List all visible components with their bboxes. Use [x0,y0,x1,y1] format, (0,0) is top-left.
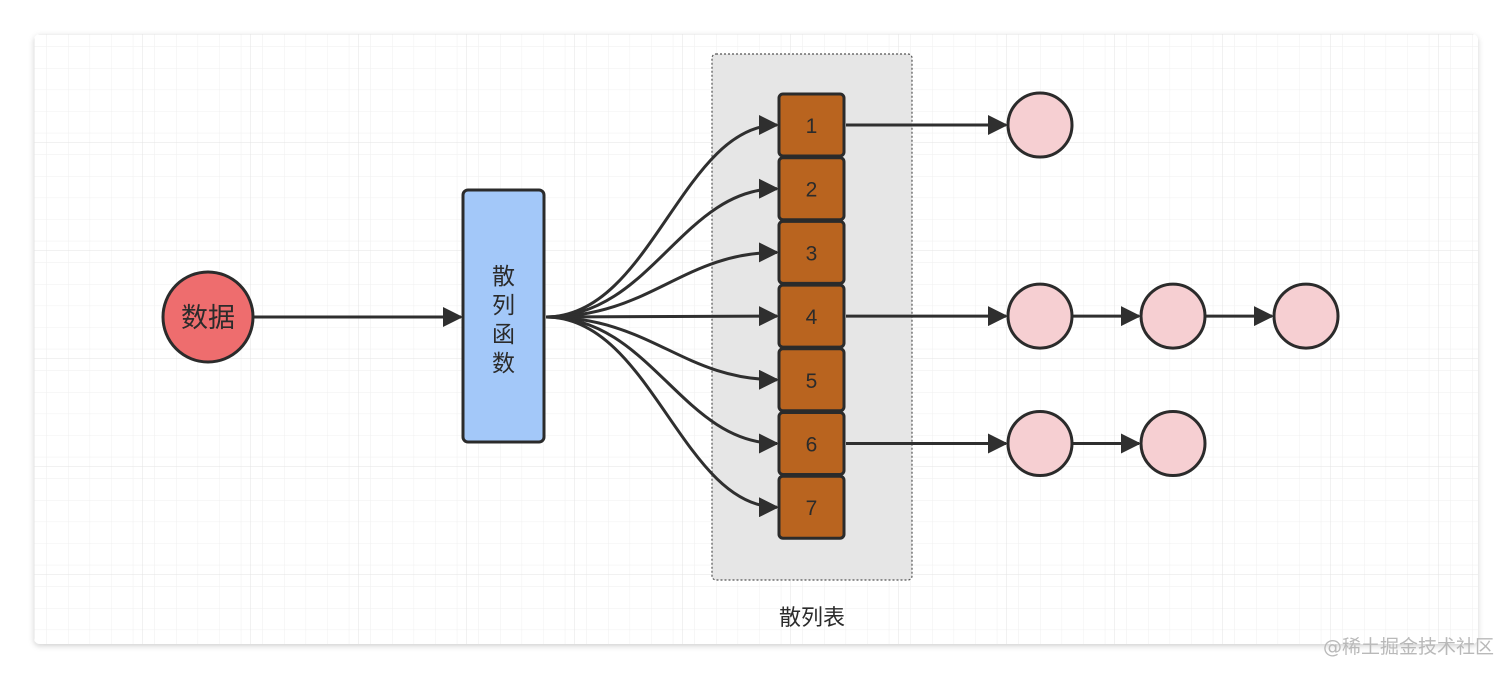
fanout-edge-4 [546,316,777,317]
hash-function-box: 散 列 函 数 [463,190,544,442]
slot-7: 7 [779,476,844,538]
slot-4: 4 [779,285,844,347]
slot-label: 2 [806,179,818,202]
chain-node-slot-4 [1274,284,1338,348]
chain-node-slot-6 [1008,412,1072,476]
slot-label: 6 [806,434,818,457]
source-label: 数据 [181,303,235,334]
chain-node-slot-6 [1141,412,1205,476]
slot-label: 4 [806,306,818,329]
watermark: @稀土掘金技术社区 [1323,632,1494,659]
hash-table-slots: 1 2 3 4 5 6 7 [779,94,844,538]
slot-label: 1 [806,115,818,138]
slot-6: 6 [779,413,844,475]
hash-function-char-2: 列 [492,293,515,319]
slot-3: 3 [779,221,844,283]
chain-node-slot-1 [1008,93,1072,157]
slot-label: 7 [806,497,818,520]
slot-1: 1 [779,94,844,156]
hash-function-char-1: 散 [492,264,515,290]
source-node: 数据 [163,272,253,362]
hash-table-caption: 散列表 [779,606,845,631]
slot-2: 2 [779,158,844,220]
chain-node-slot-4 [1008,284,1072,348]
hash-function-char-3: 函 [492,322,515,348]
slot-label: 3 [806,242,818,265]
slot-5: 5 [779,349,844,411]
hash-function-char-4: 数 [492,351,515,377]
slot-label: 5 [806,370,818,393]
chain-node-slot-4 [1141,284,1205,348]
